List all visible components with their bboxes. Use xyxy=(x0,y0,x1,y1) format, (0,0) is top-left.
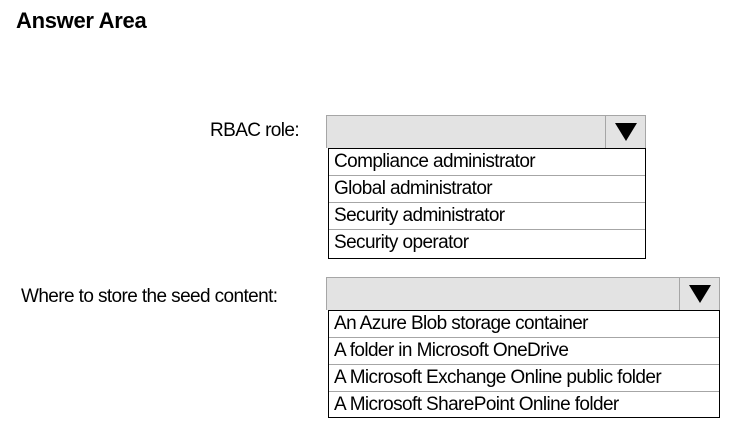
seed-content-dropdown-button[interactable] xyxy=(679,278,719,310)
rbac-role-dropdown[interactable] xyxy=(326,115,646,148)
seed-content-label: Where to store the seed content: xyxy=(21,286,278,307)
rbac-role-dropdown-button[interactable] xyxy=(605,116,645,148)
answer-area-title: Answer Area xyxy=(16,8,147,33)
rbac-role-options-list: Compliance administrator Global administ… xyxy=(328,148,646,259)
chevron-down-icon xyxy=(614,123,637,141)
chevron-down-icon xyxy=(688,285,711,303)
rbac-role-label: RBAC role: xyxy=(210,120,300,141)
seed-content-dropdown[interactable] xyxy=(326,277,720,310)
rbac-option-security-operator[interactable]: Security operator xyxy=(334,232,469,253)
seed-option-exchange-public-folder[interactable]: A Microsoft Exchange Online public folde… xyxy=(329,365,719,392)
seed-option-onedrive-folder[interactable]: A folder in Microsoft OneDrive xyxy=(329,338,719,365)
seed-option-sharepoint-folder[interactable]: A Microsoft SharePoint Online folder xyxy=(334,394,619,415)
seed-option-azure-blob-container[interactable]: An Azure Blob storage container xyxy=(329,311,719,338)
rbac-option-compliance-administrator[interactable]: Compliance administrator xyxy=(329,149,645,176)
rbac-option-security-administrator[interactable]: Security administrator xyxy=(329,203,645,230)
rbac-option-global-administrator[interactable]: Global administrator xyxy=(329,176,645,203)
seed-content-options-list: An Azure Blob storage container A folder… xyxy=(328,310,720,418)
